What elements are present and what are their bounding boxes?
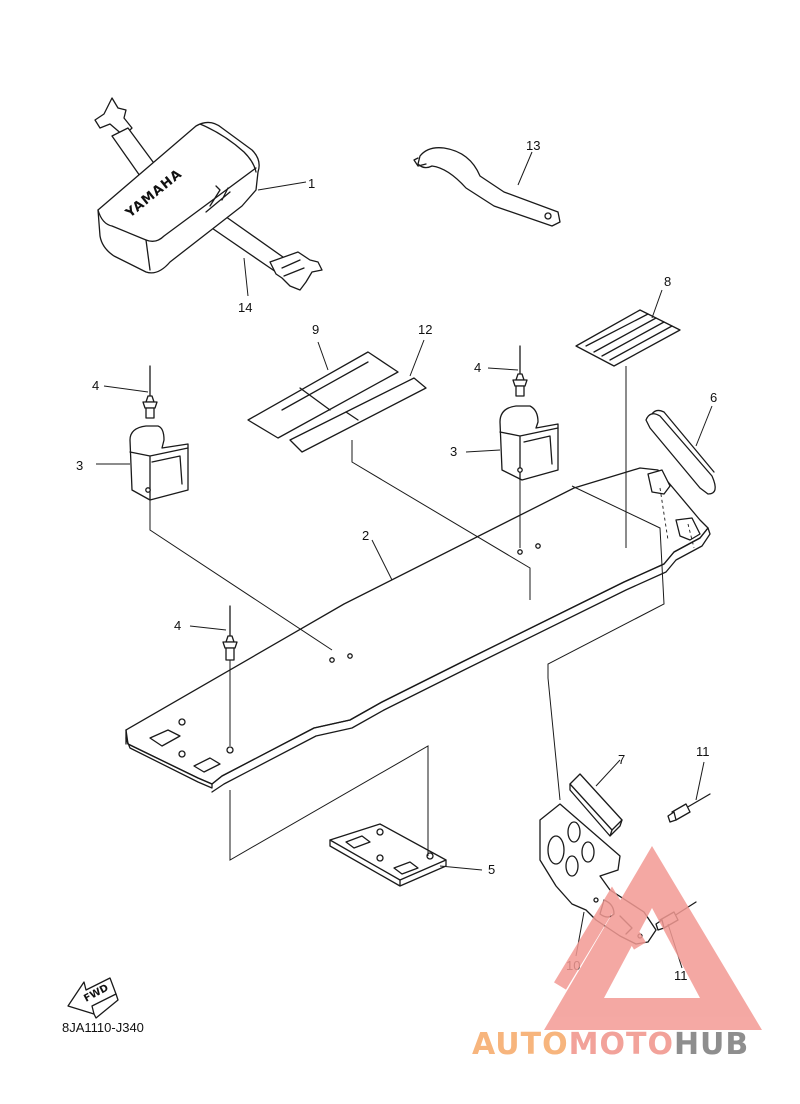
callout-4-left: 4	[92, 378, 99, 393]
part-2-tray	[125, 467, 711, 793]
callout-12: 12	[418, 322, 432, 337]
callout-5: 5	[488, 862, 495, 877]
callout-8: 8	[664, 274, 671, 289]
watermark-auto: AUTO	[472, 1027, 569, 1062]
callout-1: 1	[308, 176, 315, 191]
part-3-bracket-right	[499, 405, 559, 481]
watermark-logo	[544, 846, 762, 1030]
part-4-rivet-right	[512, 345, 528, 397]
watermark-hub: HUB	[674, 1027, 749, 1062]
part-1-bag: YAMAHA	[97, 121, 260, 274]
callout-9: 9	[312, 322, 319, 337]
part-8-pad	[575, 309, 681, 367]
diagram-code: 8JA1110-J340	[62, 1020, 144, 1035]
callout-11-upper: 11	[696, 744, 710, 759]
watermark-text: AUTOMOTOHUB	[472, 1027, 749, 1062]
watermark-triangle-icon	[544, 846, 762, 1030]
part-13-wrench	[413, 147, 561, 227]
callout-7: 7	[618, 752, 625, 767]
part-3-bracket-left	[129, 425, 189, 501]
part-4-rivet-center	[222, 605, 238, 661]
callout-3-right: 3	[450, 444, 457, 459]
part-12-label	[289, 377, 427, 453]
assembly-guides	[149, 366, 695, 861]
callout-11-lower: 11	[674, 968, 688, 983]
part-9-label	[247, 351, 399, 439]
part-7-pad	[569, 773, 623, 837]
callout-14: 14	[238, 300, 252, 315]
watermark-moto: MOTO	[569, 1027, 674, 1062]
fwd-arrow-icon: FWD	[67, 977, 119, 1019]
callout-13: 13	[526, 138, 540, 153]
part-5-plate	[329, 823, 447, 887]
callout-4-right: 4	[474, 360, 481, 375]
callout-6: 6	[710, 390, 717, 405]
callout-2: 2	[362, 528, 369, 543]
part-6-hose	[645, 409, 716, 495]
callout-4-center: 4	[174, 618, 181, 633]
part-4-rivet-left	[142, 365, 158, 419]
callout-3-left: 3	[76, 458, 83, 473]
part-11-rivet-upper	[667, 793, 711, 823]
